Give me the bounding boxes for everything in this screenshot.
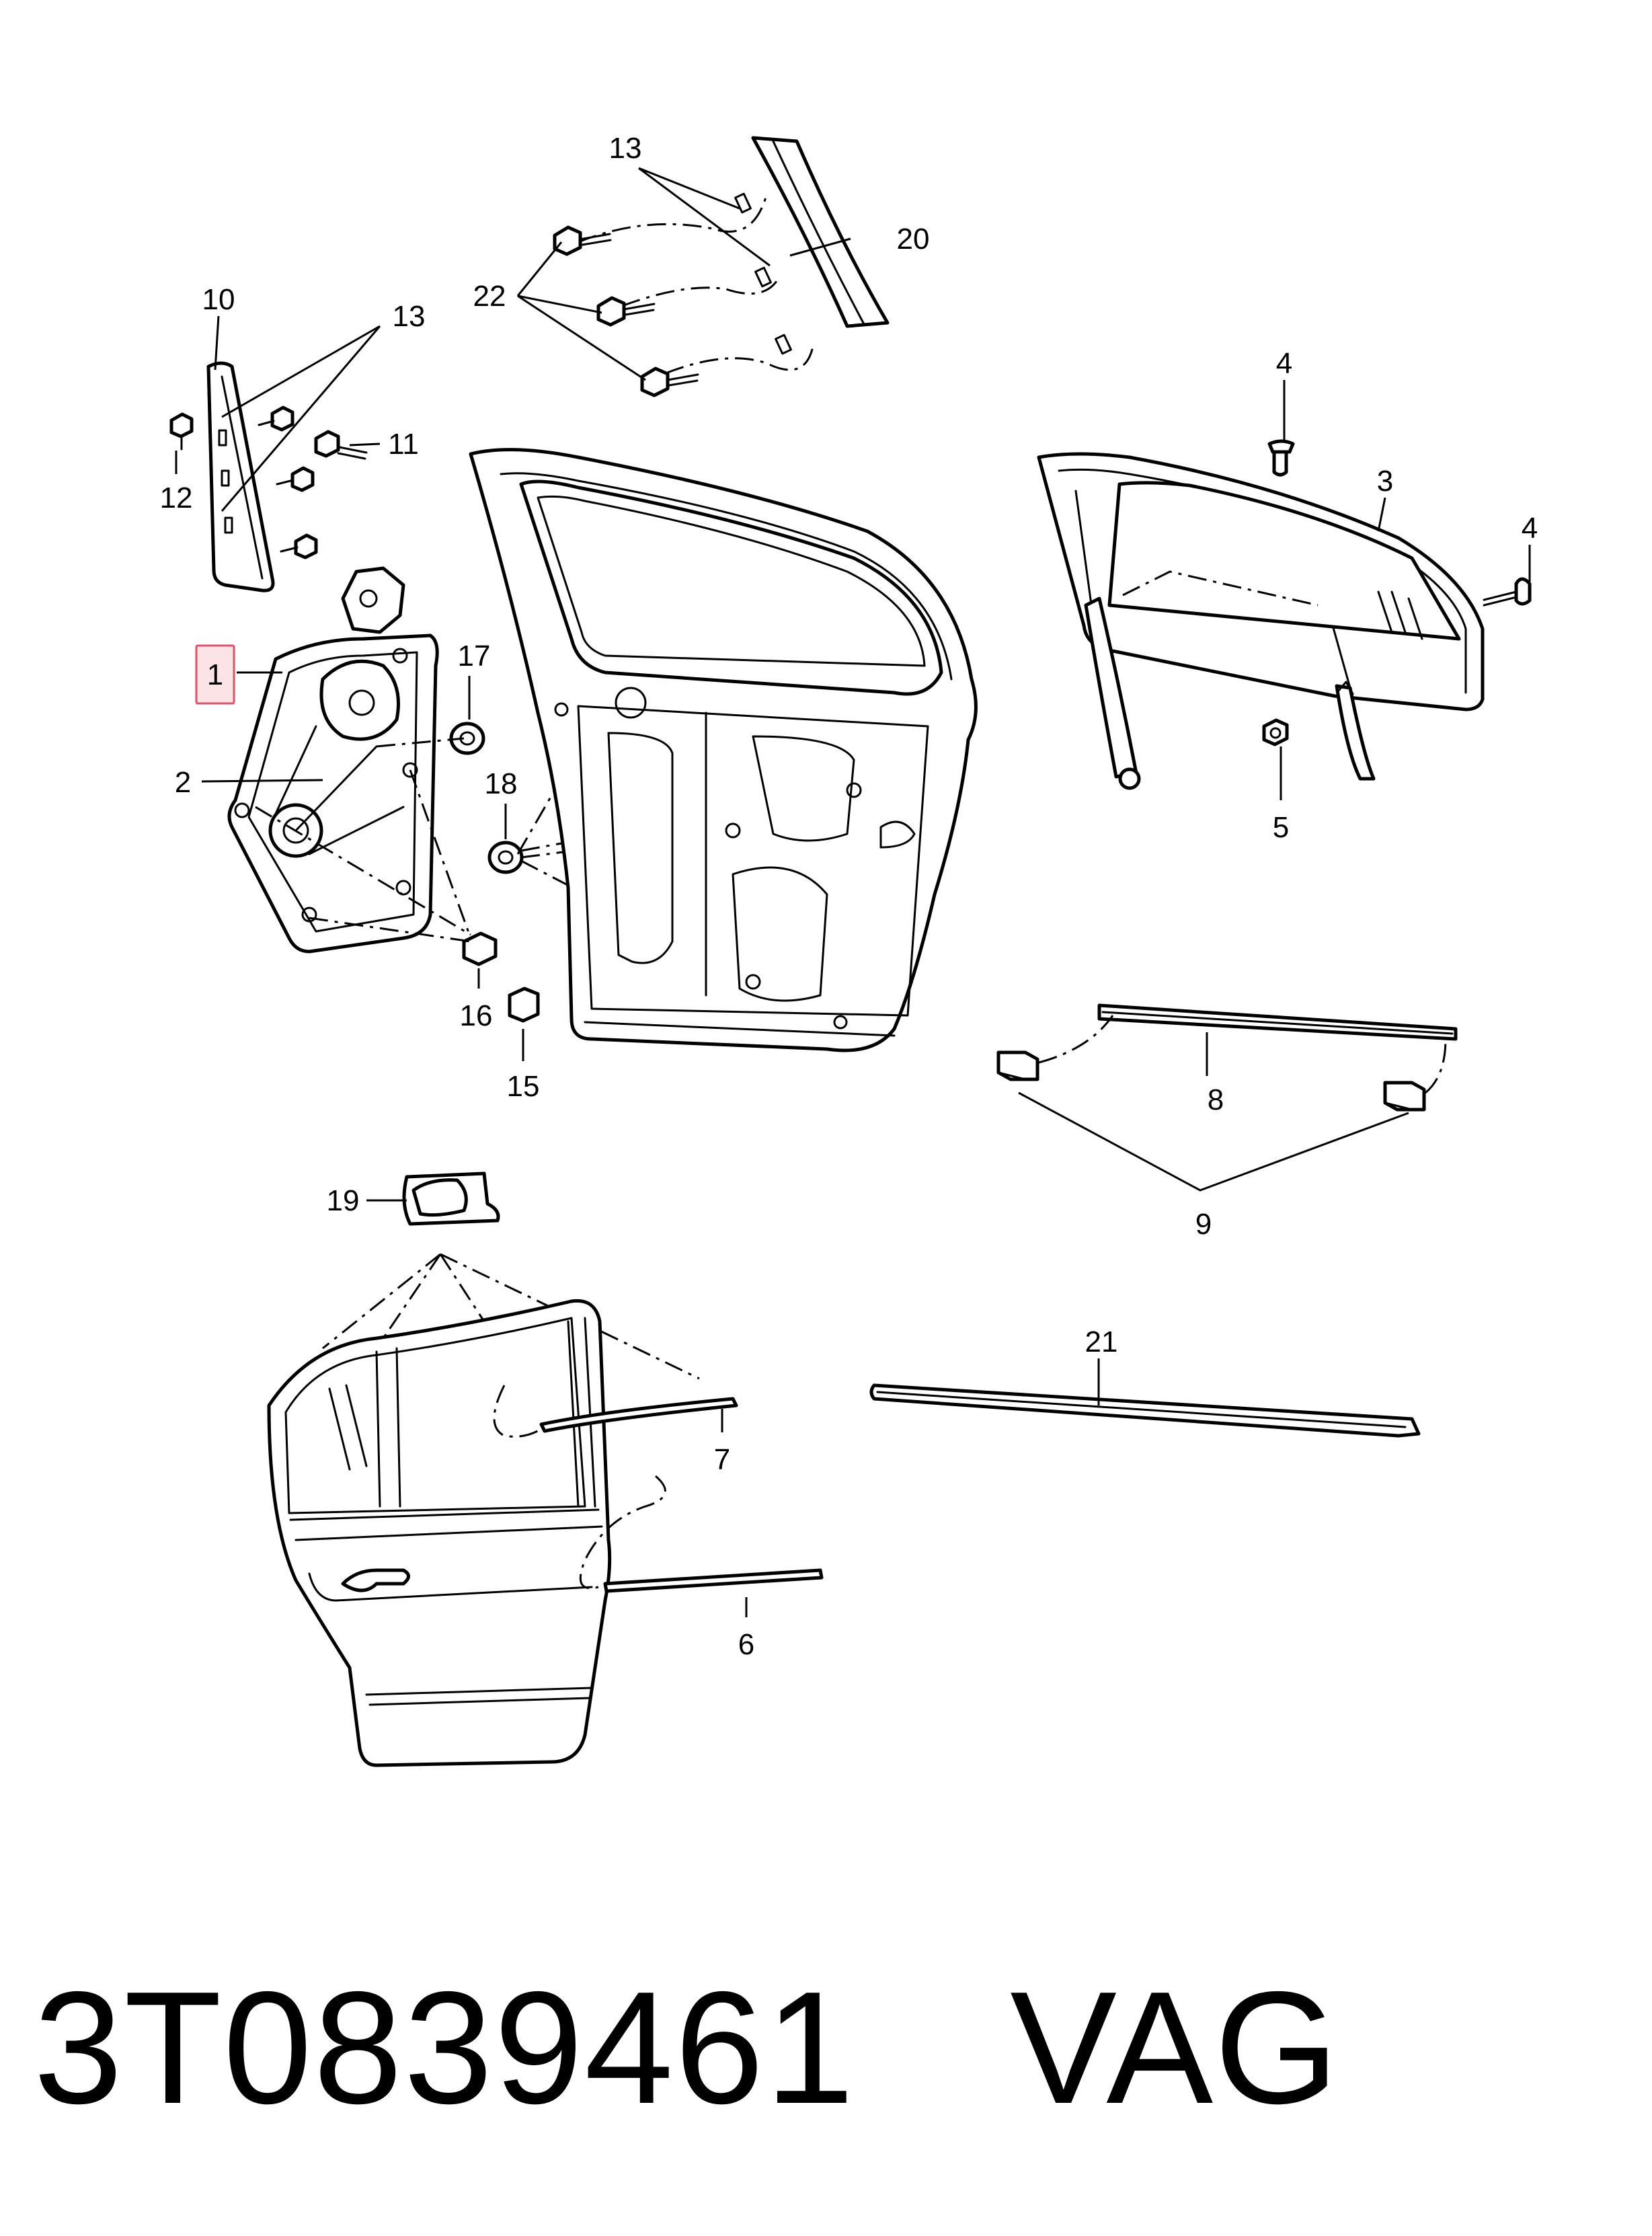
part-3-door-glass (1037, 439, 1532, 790)
callout-8: 8 (1208, 1083, 1224, 1116)
callout-10: 10 (202, 283, 235, 316)
callout-4-top: 4 (1276, 347, 1292, 380)
part-1-window-regulator (227, 566, 439, 954)
part-10-trim (206, 361, 275, 592)
callout-19: 19 (327, 1184, 360, 1217)
part-number-footer: 3T0839461 VAG (34, 1959, 1340, 2137)
callout-16: 16 (460, 999, 493, 1032)
callout-11: 11 (388, 428, 419, 461)
part-20-trim (578, 136, 890, 375)
callout-2: 2 (175, 766, 191, 799)
part-19-clip (322, 1171, 700, 1380)
callout-22: 22 (473, 280, 506, 313)
part-8-channel-strip (996, 1003, 1458, 1112)
parts-diagram: 1 2 3 4 4 5 6 7 8 9 10 11 12 13 13 15 16… (160, 132, 1538, 1767)
brand-name: VAG (1010, 1958, 1341, 2137)
callout-3: 3 (1377, 465, 1393, 498)
screws-11-12-13 (169, 406, 368, 560)
callout-20: 20 (897, 223, 930, 256)
callout-15: 15 (507, 1070, 540, 1103)
door-inner-panel (469, 448, 978, 1052)
door-overview (267, 1299, 824, 1767)
callout-17: 17 (458, 640, 491, 672)
screw-22-group (553, 225, 699, 397)
callout-18: 18 (485, 767, 518, 800)
callout-13-left: 13 (393, 300, 426, 333)
callout-4-right: 4 (1522, 512, 1538, 545)
callout-7: 7 (714, 1443, 730, 1476)
callout-6: 6 (738, 1628, 754, 1661)
callout-12: 12 (160, 481, 193, 514)
callout-21: 21 (1085, 1325, 1118, 1358)
part-21-strip (869, 1383, 1421, 1438)
callout-1: 1 (207, 658, 223, 691)
highlight-box (195, 644, 235, 705)
callout-5: 5 (1273, 811, 1289, 844)
callout-13-top: 13 (609, 132, 642, 165)
leader-lines (175, 167, 1531, 1617)
part-number: 3T0839461 (34, 1958, 856, 2137)
callout-9: 9 (1195, 1208, 1212, 1241)
